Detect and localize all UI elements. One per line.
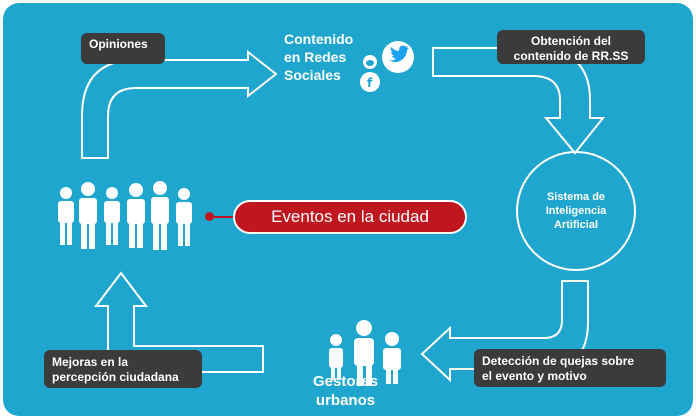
arrow-sistema-to-gestores [420,280,589,383]
deteccion-line1: Detección de quejas sobre [482,354,635,368]
sistema-ia-circle: Sistema de Inteligencia Artificial [516,151,636,271]
mejoras-line1: Mejoras en la [52,355,129,369]
facebook-icon: f [360,72,380,92]
gestores-line2: urbanos [315,392,376,409]
deteccion-label: Detección de quejas sobre el evento y mo… [474,349,666,387]
twitter-icon [382,41,414,73]
gestores-urbanos-label: Gestores urbanos [313,372,378,410]
contenido-line3: Sociales [284,67,341,83]
reddit-icon [363,55,377,69]
mejoras-label: Mejoras en la percepción ciudadana [44,350,202,388]
obtencion-line1: Obtención del [530,34,611,48]
obtencion-label: Obtención del contenido de RR.SS [497,30,645,64]
sistema-line3: Artificial [553,219,598,231]
contenido-line1: Contenido [284,31,354,47]
opiniones-label: Opiniones [81,33,165,64]
connector-dot [205,212,214,221]
svg-text:f: f [367,76,373,90]
sistema-line2: Inteligencia [545,205,607,217]
obtencion-line2: contenido de RR.SS [513,49,629,63]
connector-line [214,216,234,218]
opiniones-text: Opiniones [89,37,148,51]
deteccion-line2: el evento y motivo [482,369,587,383]
mejoras-line2: percepción ciudadana [52,370,179,384]
contenido-line2: en Redes [284,49,347,65]
eventos-text: Eventos en la ciudad [271,207,429,226]
sistema-line1: Sistema de [546,191,606,203]
contenido-redes-sociales: Contenido en Redes Sociales [284,30,353,84]
eventos-ciudad-pill: Eventos en la ciudad [233,200,467,234]
gestores-line1: Gestores [313,373,379,390]
arrow-opiniones-to-contenido [81,49,278,159]
